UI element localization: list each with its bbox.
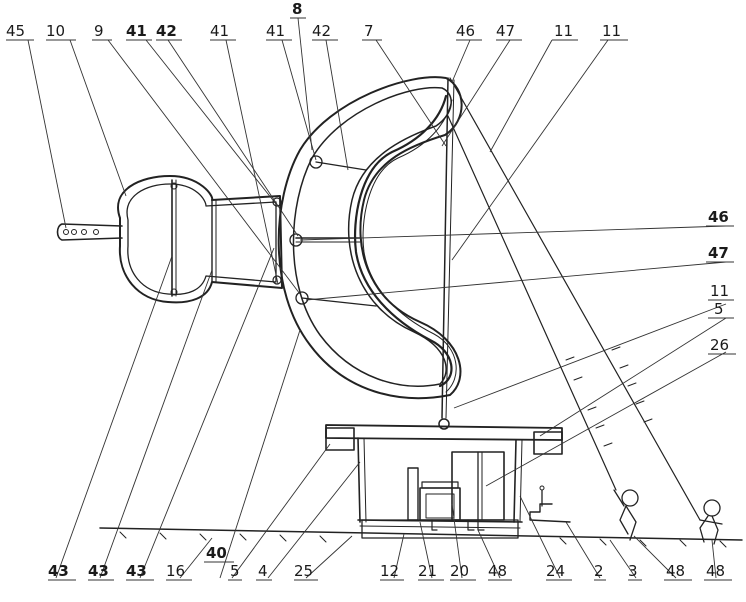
label-7: 7	[364, 22, 374, 40]
pivot-node-upper	[309, 155, 323, 169]
label-47-right: 47	[708, 244, 729, 262]
label-4: 4	[258, 562, 268, 580]
label-25: 25	[294, 562, 313, 580]
label-20: 20	[450, 562, 469, 580]
label-11-right: 11	[710, 282, 729, 300]
label-5-bottom: 5	[230, 562, 240, 580]
label-42-bold: 42	[156, 22, 177, 40]
label-41-a: 41	[210, 22, 229, 40]
reflector-dish	[277, 76, 463, 400]
right-labels: 46 47 11 5 26	[708, 208, 729, 354]
label-16: 16	[166, 562, 185, 580]
label-43-b: 43	[88, 562, 109, 580]
pivot-node-lower	[295, 291, 309, 305]
label-26-right: 26	[710, 336, 729, 354]
vertical-mast	[438, 77, 455, 430]
mast-hook	[438, 418, 450, 430]
label-42: 42	[312, 22, 331, 40]
ground	[99, 527, 743, 548]
base-building	[325, 424, 571, 539]
label-9: 9	[94, 22, 104, 40]
top-labels: 45 10 9 41 42 41 41 42 8 7 46 47 11 11	[6, 0, 621, 40]
counterweight-bulb	[117, 175, 283, 304]
label-41-b: 41	[266, 22, 285, 40]
label-48-c: 48	[706, 562, 725, 580]
label-46-right: 46	[708, 208, 729, 226]
handle-tab	[56, 223, 123, 241]
person-figure-left	[613, 489, 639, 541]
label-5-right: 5	[714, 300, 724, 318]
label-2: 2	[594, 562, 604, 580]
leader-lines	[27, 17, 727, 579]
label-47: 47	[496, 22, 515, 40]
label-10: 10	[46, 22, 65, 40]
label-8: 8	[292, 0, 302, 18]
label-12: 12	[380, 562, 399, 580]
label-21: 21	[418, 562, 437, 580]
person-figure-right	[699, 499, 723, 545]
ray-lines	[447, 77, 701, 521]
label-11-b: 11	[602, 22, 621, 40]
label-43-c: 43	[126, 562, 147, 580]
label-45: 45	[6, 22, 25, 40]
label-40: 40	[206, 544, 227, 562]
label-11-a: 11	[554, 22, 573, 40]
bottom-labels: 43 43 43 16 40 5 4 25 12 21 20 48 24 2 3…	[48, 544, 725, 580]
label-3: 3	[628, 562, 638, 580]
label-underlines	[6, 17, 736, 581]
label-41-bold: 41	[126, 22, 147, 40]
label-48-b: 48	[666, 562, 685, 580]
label-24: 24	[546, 562, 565, 580]
label-46: 46	[456, 22, 475, 40]
label-43-a: 43	[48, 562, 69, 580]
label-48-a: 48	[488, 562, 507, 580]
